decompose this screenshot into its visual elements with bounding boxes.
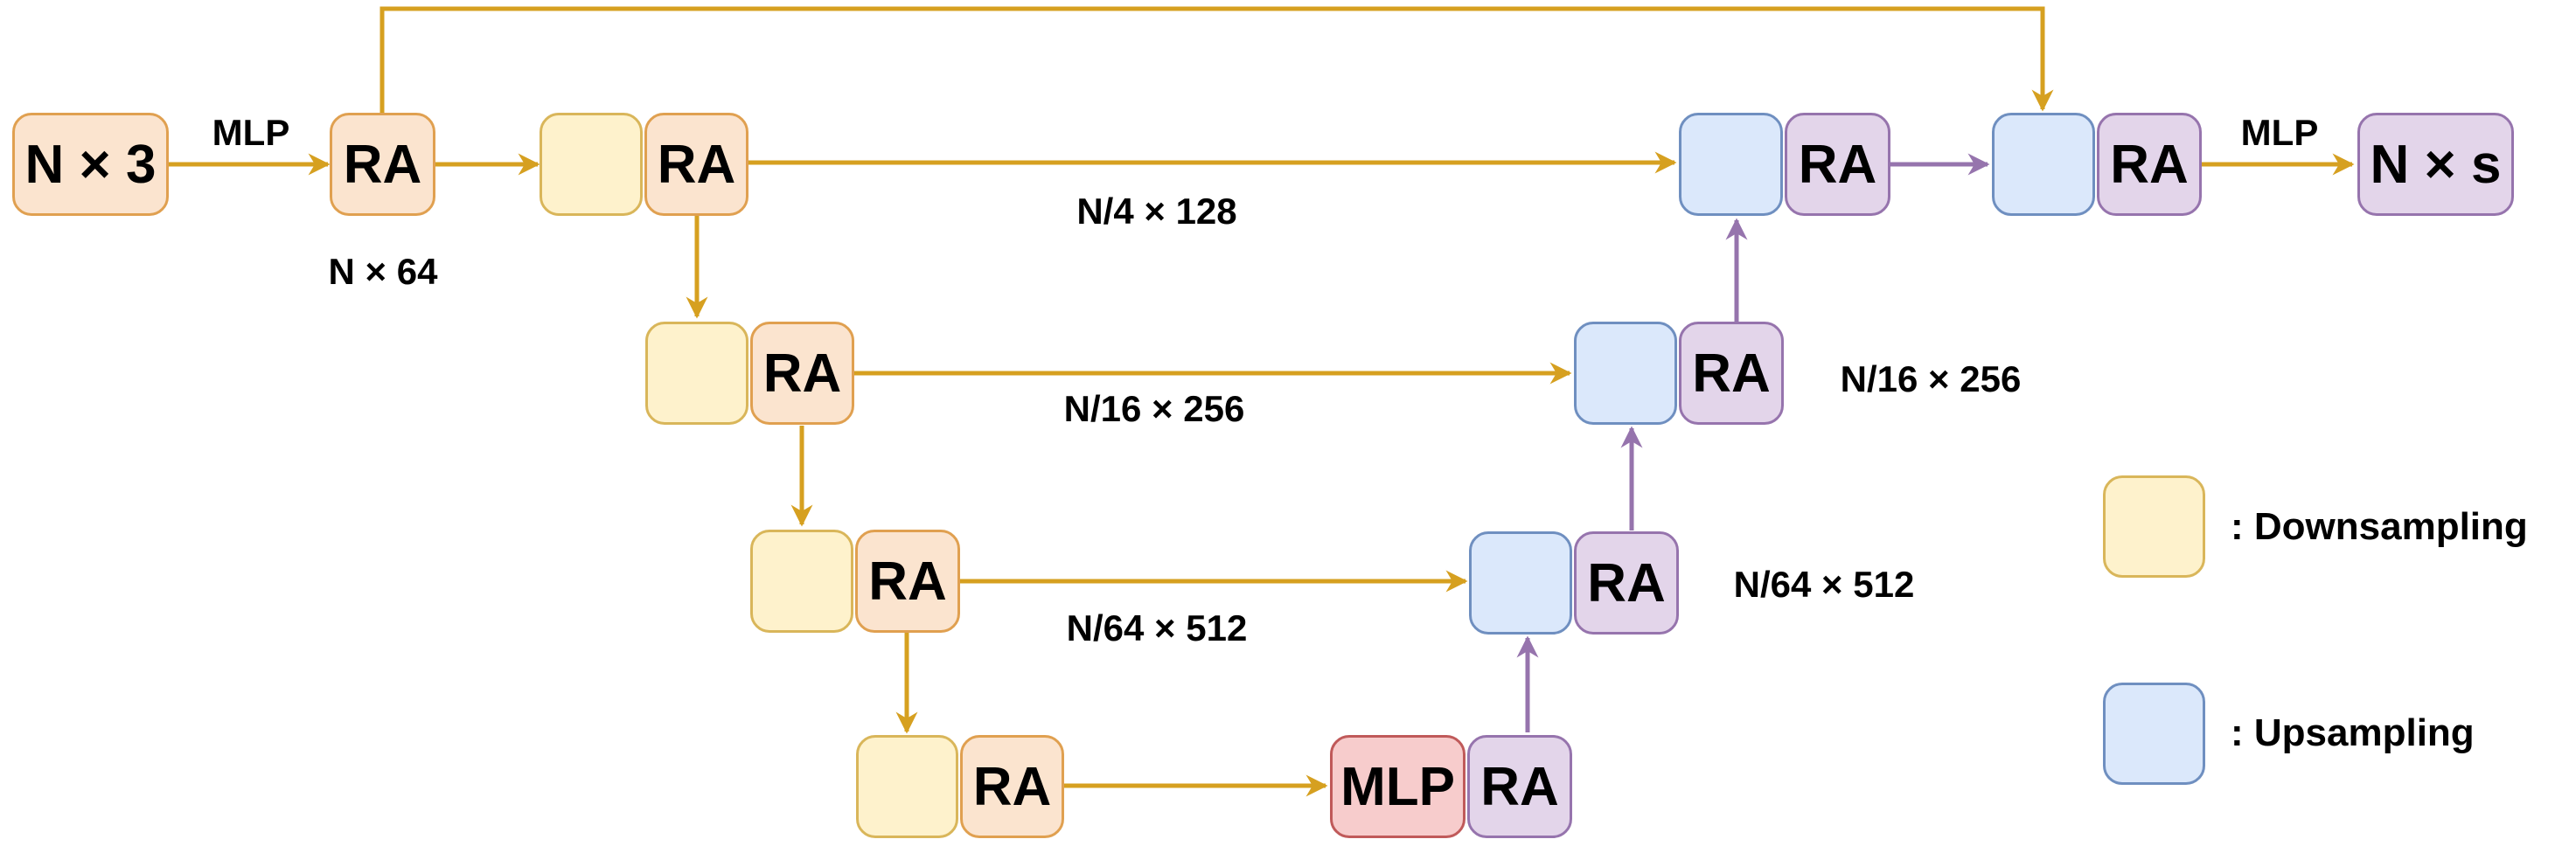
ra-block-level4: RA bbox=[855, 530, 960, 633]
mlp-label: MLP bbox=[1340, 756, 1455, 817]
output-label: N × s bbox=[2370, 134, 2502, 195]
input-node: N × 3 bbox=[12, 113, 169, 216]
downsampling-block-level3 bbox=[645, 322, 748, 425]
ra-block-level1: RA bbox=[330, 113, 435, 216]
edge-label-output-mlp: MLP bbox=[2240, 112, 2319, 153]
upsampling-block-level2 bbox=[1679, 113, 1783, 216]
ra-block-decoder-level1: RA bbox=[2097, 113, 2202, 216]
ra-label: RA bbox=[1480, 756, 1559, 817]
ra-block-level5: RA bbox=[960, 735, 1064, 838]
edge-label-level4-up: N/64 × 512 bbox=[1733, 564, 1915, 605]
ra-block-decoder-level2: RA bbox=[1785, 113, 1890, 216]
ra-label: RA bbox=[762, 343, 842, 404]
ra-block-bottleneck-decoder: RA bbox=[1467, 735, 1572, 838]
ra-label: RA bbox=[1798, 134, 1877, 195]
ra-block-level2: RA bbox=[644, 113, 748, 216]
ra-label: RA bbox=[343, 134, 422, 195]
ra-block-decoder-level3: RA bbox=[1679, 322, 1784, 425]
upsampling-block-level1 bbox=[1992, 113, 2095, 216]
mlp-block-bottleneck: MLP bbox=[1330, 735, 1466, 838]
downsampling-block-level2 bbox=[540, 113, 643, 216]
input-label: N × 3 bbox=[24, 134, 157, 195]
downsampling-block-level4 bbox=[750, 530, 853, 633]
legend-downsampling-label: : Downsampling bbox=[2231, 505, 2528, 548]
edge-label-input-mlp: MLP bbox=[212, 112, 290, 153]
edge-label-level3-skip: N/16 × 256 bbox=[1063, 388, 1245, 429]
upsampling-block-level3 bbox=[1574, 322, 1677, 425]
ra-label: RA bbox=[2110, 134, 2189, 195]
legend-upsampling-swatch bbox=[2103, 683, 2205, 785]
edge-label-level1: N × 64 bbox=[328, 251, 438, 292]
edge-label-level4-skip: N/64 × 512 bbox=[1066, 607, 1248, 648]
ra-label: RA bbox=[1587, 552, 1666, 614]
ra-label: RA bbox=[972, 756, 1052, 817]
edge-label-level3-up: N/16 × 256 bbox=[1840, 358, 2022, 399]
output-node: N × s bbox=[2357, 113, 2514, 216]
edge-label-level2: N/4 × 128 bbox=[1076, 191, 1237, 232]
ra-label: RA bbox=[657, 134, 736, 195]
upsampling-block-level4 bbox=[1469, 531, 1572, 635]
ra-label: RA bbox=[868, 551, 947, 612]
downsampling-block-level5 bbox=[856, 735, 958, 838]
ra-block-level3: RA bbox=[750, 322, 854, 425]
arrow-skip-long bbox=[379, 6, 2054, 113]
legend-downsampling-swatch bbox=[2103, 475, 2205, 578]
legend-upsampling-label: : Upsampling bbox=[2231, 711, 2475, 754]
ra-block-decoder-level4: RA bbox=[1574, 531, 1679, 635]
ra-label: RA bbox=[1692, 343, 1771, 404]
